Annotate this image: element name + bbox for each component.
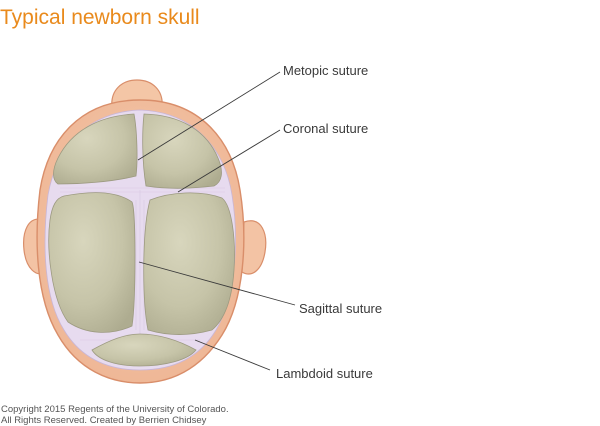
occipital-bone [91,333,197,367]
label-coronal-suture: Coronal suture [283,121,369,136]
right-ear [241,220,267,275]
credit-line: All Rights Reserved. Created by Berrien … [1,415,207,426]
sagittal-leader [138,261,296,306]
label-lambdoid-suture: Lambdoid suture [276,366,373,381]
metopic-leader [137,71,281,161]
diagram-title: Typical newborn skull [0,6,200,29]
parietal-bone-left [48,192,136,333]
frontal-bone-left [53,113,138,185]
label-metopic-suture: Metopic suture [283,63,369,78]
label-sagittal-suture: Sagittal suture [299,301,383,316]
lambdoid-leader [194,339,271,371]
parietal-bone-right [143,192,235,335]
coronal-leader [177,129,281,193]
leader-lines [137,71,296,371]
frontal-bone-right [142,113,222,189]
copyright-line: Copyright 2015 Regents of the University… [1,404,229,415]
